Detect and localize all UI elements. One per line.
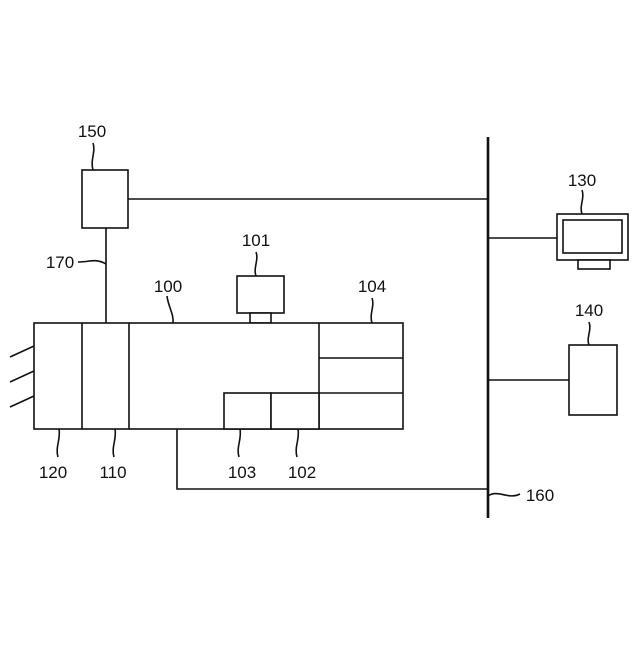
device-to-bus-line bbox=[177, 429, 488, 489]
label-120: 120 bbox=[39, 463, 67, 482]
label-170: 170 bbox=[46, 253, 74, 272]
label-100: 100 bbox=[154, 277, 182, 296]
feed-arrow-3 bbox=[10, 396, 34, 407]
leader-170 bbox=[78, 261, 106, 264]
leader-104 bbox=[371, 298, 373, 323]
terminal-box-140 bbox=[569, 345, 617, 415]
label-103: 103 bbox=[228, 463, 256, 482]
label-101: 101 bbox=[242, 231, 270, 250]
leader-100 bbox=[167, 296, 173, 323]
label-110: 110 bbox=[99, 463, 126, 482]
panel-mount-101 bbox=[250, 313, 271, 323]
unit-box-102 bbox=[271, 393, 319, 429]
label-160: 160 bbox=[526, 486, 554, 505]
monitor-icon bbox=[557, 214, 628, 269]
leader-160 bbox=[488, 494, 520, 496]
label-140: 140 bbox=[575, 301, 603, 320]
panel-box-101 bbox=[237, 276, 284, 313]
main-device-100 bbox=[34, 323, 403, 429]
leader-120 bbox=[57, 429, 59, 457]
leader-150 bbox=[92, 143, 94, 170]
leader-130 bbox=[581, 190, 583, 214]
unit-box-103 bbox=[224, 393, 271, 429]
server-box-150 bbox=[82, 170, 128, 228]
label-130: 130 bbox=[568, 171, 596, 190]
leader-103 bbox=[238, 429, 240, 457]
leader-102 bbox=[296, 429, 298, 457]
feed-arrow-2 bbox=[10, 371, 34, 382]
leader-140 bbox=[588, 322, 590, 345]
leader-101 bbox=[255, 252, 257, 276]
monitor-stand bbox=[578, 260, 610, 269]
monitor-screen bbox=[563, 220, 622, 253]
label-104: 104 bbox=[358, 277, 386, 296]
feed-arrow-1 bbox=[10, 346, 34, 357]
label-150: 150 bbox=[78, 122, 106, 141]
label-102: 102 bbox=[288, 463, 316, 482]
leader-110 bbox=[113, 429, 115, 457]
